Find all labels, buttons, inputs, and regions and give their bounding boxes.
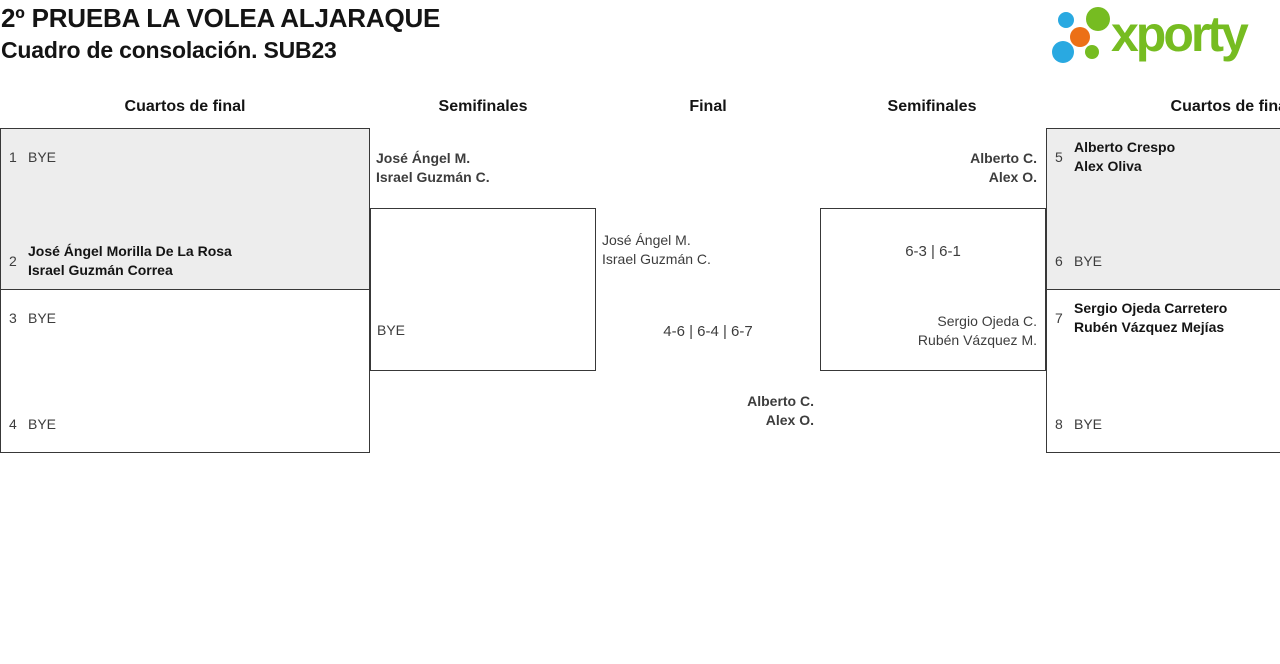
- page-subtitle: Cuadro de consolación. SUB23: [1, 37, 337, 63]
- participant-slot-7: 7 Sergio Ojeda Carretero Rubén Vázquez M…: [1055, 299, 1280, 337]
- seed-number: 7: [1055, 310, 1063, 326]
- seed-number: 1: [9, 149, 17, 165]
- participant-line: BYE: [377, 322, 406, 338]
- participant-line: Alberto C.: [970, 150, 1037, 166]
- participant-name: BYE: [1074, 415, 1102, 434]
- participant-line: Israel Guzmán C.: [602, 251, 711, 267]
- participant-line: Alex Oliva: [1074, 158, 1142, 174]
- participant-name-sf-left-top: José Ángel M. Israel Guzmán C.: [376, 149, 490, 187]
- seed-number: 8: [1055, 416, 1063, 432]
- logo-dot-blue-small-icon: [1058, 12, 1074, 28]
- participant-slot-2: 2 José Ángel Morilla De La Rosa Israel G…: [9, 242, 359, 280]
- participant-slot-6: 6 BYE: [1055, 242, 1280, 280]
- participant-line: Alberto Crespo: [1074, 139, 1176, 155]
- participant-name-sf-left-bottom: BYE: [377, 321, 405, 340]
- participant-line: José Ángel M.: [602, 232, 691, 248]
- participant-name-sf-right-bottom: Sergio Ojeda C. Rubén Vázquez M.: [918, 312, 1037, 350]
- round-header-semifinals-left: Semifinales: [438, 98, 528, 115]
- match-box-qf3[interactable]: 5 Alberto Crespo Alex Oliva 6 BYE: [1046, 128, 1280, 290]
- round-header-final: Final: [689, 98, 727, 115]
- participant-line: Sergio Ojeda Carretero: [1074, 300, 1228, 316]
- logo-dot-blue-large-icon: [1052, 41, 1074, 63]
- logo-dot-green-large-icon: [1086, 7, 1110, 31]
- seed-number: 6: [1055, 253, 1063, 269]
- match-score-final: 4-6 | 6-4 | 6-7: [663, 323, 753, 340]
- participant-line: Sergio Ojeda C.: [937, 313, 1037, 329]
- participant-line: Israel Guzmán C.: [376, 169, 490, 185]
- match-box-semifinal-right[interactable]: [820, 208, 1046, 371]
- participant-line: Israel Guzmán Correa: [28, 262, 173, 278]
- participant-slot-4: 4 BYE: [9, 405, 359, 443]
- match-box-semifinal-left[interactable]: [370, 208, 596, 371]
- participant-name: José Ángel Morilla De La Rosa Israel Guz…: [28, 242, 232, 280]
- round-header-semifinals-right: Semifinales: [887, 98, 977, 115]
- match-box-qf4[interactable]: 7 Sergio Ojeda Carretero Rubén Vázquez M…: [1046, 289, 1280, 453]
- participant-line: BYE: [28, 148, 57, 165]
- participant-line: BYE: [28, 309, 57, 326]
- page-title: 2º PRUEBA LA VOLEA ALJARAQUE: [1, 3, 441, 33]
- participant-line: Alex O.: [988, 169, 1037, 185]
- participant-name: Sergio Ojeda Carretero Rubén Vázquez Mej…: [1074, 299, 1227, 337]
- logo-dot-green-small-icon: [1085, 45, 1099, 59]
- participant-name: Alberto Crespo Alex Oliva: [1074, 138, 1175, 176]
- participant-line: Alberto C.: [747, 393, 814, 409]
- participant-name: BYE: [1074, 252, 1102, 271]
- participant-line: José Ángel Morilla De La Rosa: [28, 243, 232, 259]
- participant-name: BYE: [28, 148, 56, 167]
- participant-name-final-top: José Ángel M. Israel Guzmán C.: [602, 231, 711, 269]
- participant-slot-3: 3 BYE: [9, 299, 359, 337]
- participant-line: BYE: [1074, 252, 1103, 269]
- participant-line: Alex O.: [765, 412, 814, 428]
- participant-line: BYE: [1074, 415, 1103, 432]
- match-box-qf1[interactable]: 1 BYE 2 José Ángel Morilla De La Rosa Is…: [0, 128, 370, 290]
- xporty-logo-text: xporty: [1111, 6, 1249, 62]
- participant-line: Rubén Vázquez M.: [917, 332, 1037, 348]
- participant-name-sf-right-top: Alberto C. Alex O.: [970, 149, 1037, 187]
- seed-number: 5: [1055, 149, 1063, 165]
- logo-dot-orange-icon: [1070, 27, 1090, 47]
- participant-name: BYE: [28, 309, 56, 328]
- match-box-qf2[interactable]: 3 BYE 4 BYE: [0, 289, 370, 453]
- seed-number: 3: [9, 310, 17, 326]
- participant-line: Rubén Vázquez Mejías: [1074, 319, 1225, 335]
- participant-line: BYE: [28, 415, 57, 432]
- participant-slot-8: 8 BYE: [1055, 405, 1280, 443]
- participant-name-final-bottom: Alberto C. Alex O.: [747, 392, 814, 430]
- seed-number: 2: [9, 253, 17, 269]
- seed-number: 4: [9, 416, 17, 432]
- participant-line: José Ángel M.: [376, 150, 471, 166]
- round-header-quarterfinals-left: Cuartos de final: [124, 98, 246, 115]
- participant-name: BYE: [28, 415, 56, 434]
- match-score-sf-right: 6-3 | 6-1: [905, 243, 961, 260]
- participant-slot-1: 1 BYE: [9, 138, 359, 176]
- round-header-quarterfinals-right: Cuartos de final: [1170, 98, 1280, 115]
- participant-slot-5: 5 Alberto Crespo Alex Oliva: [1055, 138, 1280, 176]
